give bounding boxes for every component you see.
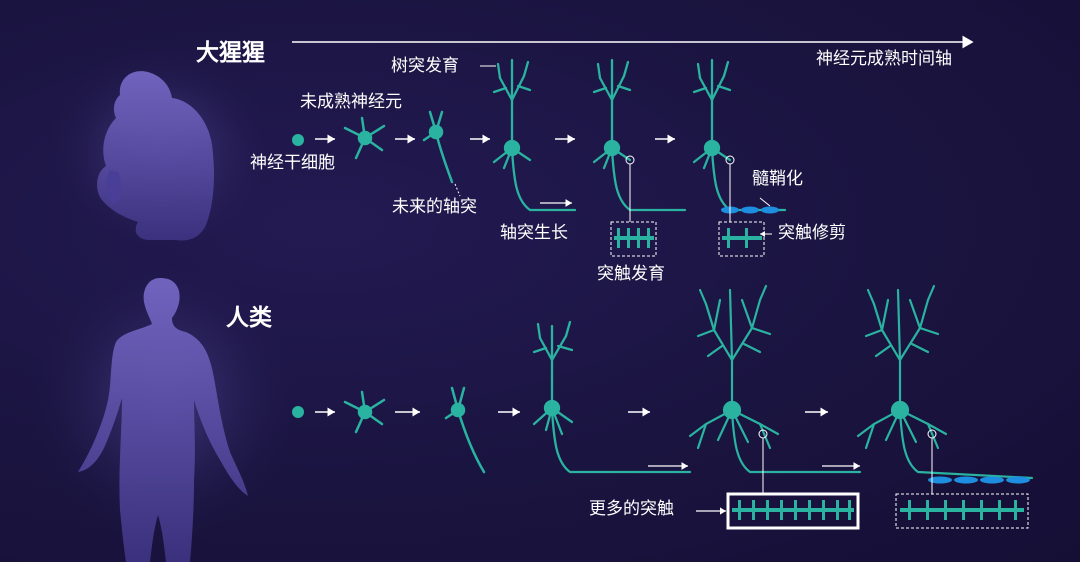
more-synapses-box — [726, 492, 860, 530]
myelin-sheath — [928, 476, 1030, 484]
human-row — [292, 284, 1034, 530]
stem-cell-dot — [292, 134, 304, 146]
neuron-future-axon — [422, 110, 454, 184]
future-axon-label: 未来的轴突 — [392, 197, 477, 217]
neuron-big-myelinated — [856, 284, 1034, 480]
neuron-big-synapse-dev — [688, 284, 862, 474]
pruned-synapse-detail — [900, 500, 1024, 520]
gorilla-silhouette — [40, 40, 280, 260]
myelination-label: 髓鞘化 — [752, 169, 803, 189]
stem-cell-dot — [292, 406, 304, 418]
stem-cell-label: 神经干细胞 — [250, 153, 335, 173]
more-synapses-label: 更多的突触 — [589, 499, 674, 519]
synapse-detail — [614, 228, 654, 248]
human-title: 人类 — [226, 305, 272, 331]
ape-title: 大猩猩 — [196, 40, 265, 66]
human-silhouette — [25, 250, 305, 562]
more-synapses-detail — [732, 500, 854, 520]
immature-neuron — [343, 116, 386, 160]
pruned-synapse-box — [895, 493, 1029, 529]
neuron-dendrite-stage — [492, 58, 577, 212]
ape-row — [292, 58, 787, 257]
myelin-sheath — [721, 206, 779, 214]
synapse-box — [610, 221, 657, 257]
pruning-box — [718, 221, 765, 257]
synapse-dev-label: 突触发育 — [597, 264, 665, 284]
immature-neuron — [343, 390, 386, 434]
timeline-label: 神经元成熟时间轴 — [816, 49, 952, 69]
future-axon-pointer — [454, 183, 461, 197]
dendrite-dev-label: 树突发育 — [391, 56, 459, 76]
pruned-synapse-detail — [722, 228, 762, 248]
immature-neuron-label: 未成熟神经元 — [300, 92, 402, 112]
myelin-pointer — [759, 197, 771, 207]
neuron-future-axon — [444, 386, 486, 474]
neuron-dendrite-stage — [532, 320, 692, 474]
synapse-pruning-label: 突触修剪 — [778, 223, 846, 243]
neuron-synapse-dev — [592, 58, 687, 212]
axon-growth-label: 轴突生长 — [500, 223, 568, 243]
